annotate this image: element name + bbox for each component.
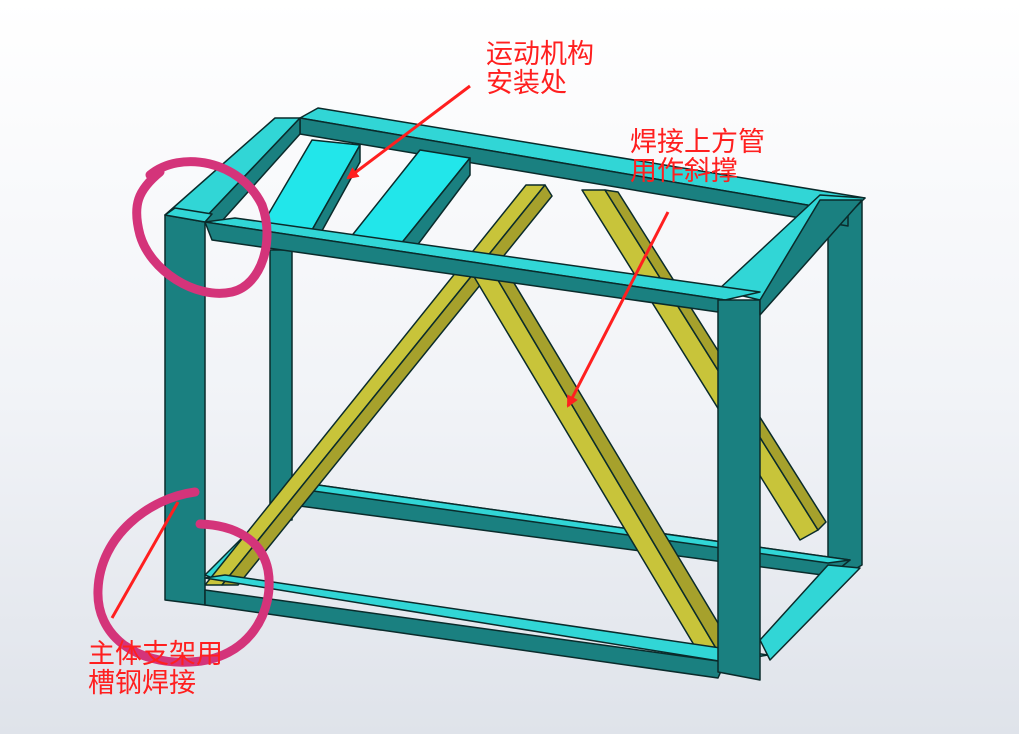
highlight-circle-bottom [93, 487, 274, 667]
brace-label-line1: 焊接上方管 [630, 127, 765, 158]
highlight-circle-top [132, 157, 272, 298]
motion-label-line2: 安装处 [486, 68, 567, 99]
channel-steel-label: 主体支架用 槽钢焊接 [88, 640, 223, 698]
motion-arrow [346, 84, 471, 180]
channel-leader-line [110, 501, 180, 619]
brace-label-line2: 用作斜撑 [630, 156, 738, 187]
channel-label-line1: 主体支架用 [88, 639, 223, 670]
back-left-post [269, 249, 293, 521]
brace-label: 焊接上方管 用作斜撑 [630, 128, 765, 186]
front-right-post [717, 299, 761, 681]
motion-mount-label: 运动机构 安装处 [486, 40, 594, 98]
bottom-right-side-beam [759, 564, 861, 661]
brace-arrow [566, 211, 670, 408]
back-right-post [827, 199, 863, 586]
motion-label-line1: 运动机构 [486, 39, 594, 70]
channel-label-line2: 槽钢焊接 [88, 668, 196, 699]
